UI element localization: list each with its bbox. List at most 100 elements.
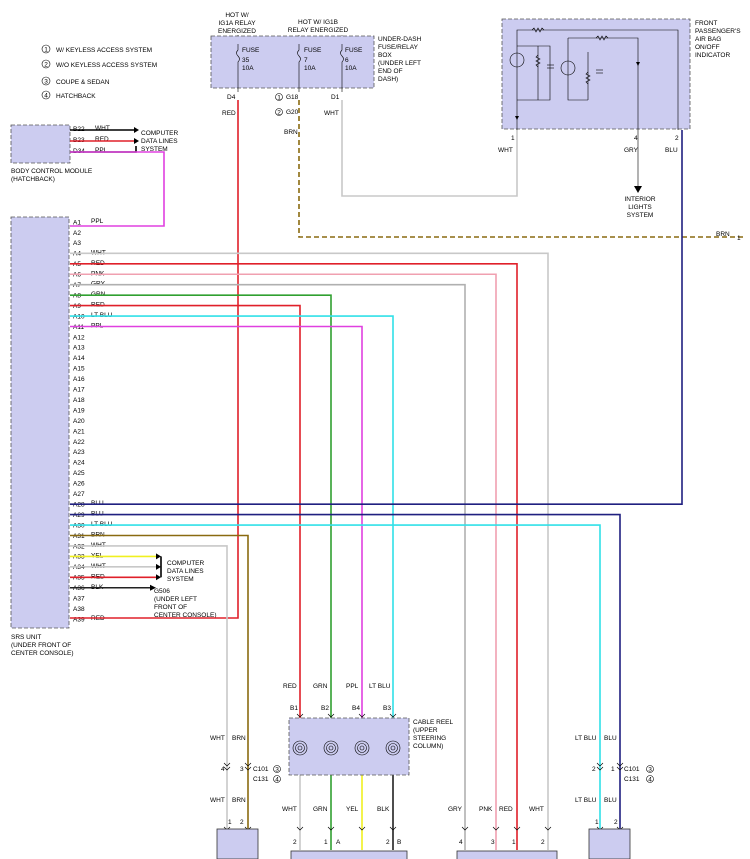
fuse-box-pins: D4 1 G18 2 G20 D1 RED BRN WHT <box>222 93 340 136</box>
svg-text:1: 1 <box>595 819 599 826</box>
connector-chevron-icon <box>244 766 252 771</box>
svg-text:BRN: BRN <box>232 797 246 804</box>
srs-pin-label: A22 <box>73 439 85 446</box>
svg-text:B2: B2 <box>321 705 329 712</box>
svg-text:1: 1 <box>511 135 515 142</box>
fuse-6: FUSE 6 10A <box>340 44 363 92</box>
arrow-down-icon <box>634 186 642 193</box>
svg-text:BLU: BLU <box>604 735 617 742</box>
wire <box>298 100 745 238</box>
srs-unit-label: SRS UNIT (UNDER FRONT OF CENTER CONSOLE) <box>11 634 73 657</box>
airbag-indicator-pins: 1 4 2 WHT GRY BLU <box>498 135 679 154</box>
srs-pin-label: A3 <box>73 240 81 247</box>
svg-text:DATA LINES: DATA LINES <box>167 568 204 575</box>
wire <box>70 130 683 505</box>
svg-text:COLUMN): COLUMN) <box>413 743 443 750</box>
note-num: 1 <box>44 47 48 54</box>
wire <box>70 294 332 718</box>
svg-text:(UNDER LEFT: (UNDER LEFT <box>154 596 197 603</box>
svg-text:BRN: BRN <box>232 735 246 742</box>
svg-text:LIGHTS: LIGHTS <box>628 204 652 211</box>
srs-pin-label: A16 <box>73 376 85 383</box>
svg-text:1: 1 <box>512 839 516 846</box>
svg-text:2: 2 <box>386 839 390 846</box>
svg-text:GRN: GRN <box>313 806 328 813</box>
svg-text:END OF: END OF <box>378 68 403 75</box>
svg-text:4: 4 <box>275 776 279 783</box>
svg-text:(UPPER: (UPPER <box>413 727 438 734</box>
svg-text:2: 2 <box>592 766 596 773</box>
svg-text:RED: RED <box>499 806 513 813</box>
svg-text:RED: RED <box>222 110 236 117</box>
bcm-computer-data-lines: COMPUTER DATA LINES SYSTEM <box>141 130 179 153</box>
arrow-right-icon <box>134 127 139 133</box>
svg-text:FUSE: FUSE <box>345 47 363 54</box>
arrow-right-icon <box>134 138 139 144</box>
svg-text:YEL: YEL <box>346 806 359 813</box>
svg-text:HOT W/ IG1B: HOT W/ IG1B <box>298 19 338 26</box>
srs-pin-label: A26 <box>73 481 85 488</box>
wire <box>70 545 228 829</box>
bottom-mid2-labels: GRY PNK RED WHT 4 3 1 2 <box>448 806 545 846</box>
connector-chevron-icon <box>616 762 624 767</box>
srs-pin-label: A34 <box>73 564 85 571</box>
svg-text:UNDER-DASH: UNDER-DASH <box>378 36 422 43</box>
connector-chevron-icon <box>461 826 469 831</box>
svg-text:BLU: BLU <box>665 147 678 154</box>
svg-text:(UNDER LEFT: (UNDER LEFT <box>378 60 421 67</box>
svg-text:(UNDER FRONT OF: (UNDER FRONT OF <box>11 642 71 649</box>
wire <box>70 315 394 718</box>
svg-text:PPL: PPL <box>95 147 108 154</box>
passenger-airbag-indicator <box>501 18 691 130</box>
svg-text:WHT: WHT <box>498 147 513 154</box>
svg-text:GRN: GRN <box>313 683 328 690</box>
srs-pin-label: A21 <box>73 428 85 435</box>
connector-chevron-icon <box>596 762 604 767</box>
svg-text:DASH): DASH) <box>378 76 398 83</box>
svg-text:B3: B3 <box>383 705 391 712</box>
svg-text:LT BLU: LT BLU <box>369 683 391 690</box>
srs-pin-label: A2 <box>73 230 81 237</box>
bottom-mid-component-1 <box>290 850 408 859</box>
cable-reel-bottom-labels: WHT GRN YEL BLK <box>282 806 390 813</box>
connector-chevron-icon <box>616 766 624 771</box>
srs-pin-label: A20 <box>73 418 85 425</box>
svg-text:B: B <box>397 839 401 846</box>
note-num: 3 <box>44 79 48 86</box>
bottom-mid-component-2 <box>456 850 558 859</box>
note-num: 4 <box>44 93 48 100</box>
wire <box>70 252 549 850</box>
srs-computer-data-lines: COMPUTER DATA LINES SYSTEM <box>167 560 205 583</box>
srs-pin-label: A17 <box>73 387 85 394</box>
svg-text:WHT: WHT <box>210 797 225 804</box>
note-text: HATCHBACK <box>56 93 96 100</box>
svg-text:ENERGIZED: ENERGIZED <box>218 28 256 35</box>
svg-text:WHT: WHT <box>95 125 110 132</box>
srs-pin-label: A14 <box>73 355 85 362</box>
svg-text:CENTER CONSOLE): CENTER CONSOLE) <box>11 650 73 657</box>
svg-text:1: 1 <box>324 839 328 846</box>
svg-text:B1: B1 <box>290 705 298 712</box>
svg-text:BOX: BOX <box>378 52 392 59</box>
svg-text:ON/OFF: ON/OFF <box>695 44 720 51</box>
connector-c101-right: LT BLU BLU 2 1 C101 C131 3 4 LT BLU BLU … <box>575 735 654 826</box>
connector-chevron-icon <box>223 762 231 767</box>
svg-text:BRN: BRN <box>284 129 298 136</box>
srs-pin-label: A37 <box>73 596 85 603</box>
connector-chevron-icon <box>544 826 552 831</box>
coil-icon <box>292 740 308 756</box>
svg-text:SRS UNIT: SRS UNIT <box>11 634 41 641</box>
srs-pin-label: A15 <box>73 366 85 373</box>
svg-text:G18: G18 <box>286 94 299 101</box>
hot-ig1b-label: HOT W/ IG1B RELAY ENERGIZED <box>288 19 349 34</box>
svg-text:2: 2 <box>277 109 281 116</box>
srs-pin-label: A27 <box>73 491 85 498</box>
fuse-7: FUSE 7 10A <box>297 44 322 92</box>
wire <box>70 262 518 850</box>
svg-text:3: 3 <box>275 766 279 773</box>
connector-chevron-icon <box>244 762 252 767</box>
fuse-box-label: UNDER-DASH FUSE/RELAY BOX (UNDER LEFT EN… <box>378 36 422 83</box>
srs-pin-label: A25 <box>73 470 85 477</box>
